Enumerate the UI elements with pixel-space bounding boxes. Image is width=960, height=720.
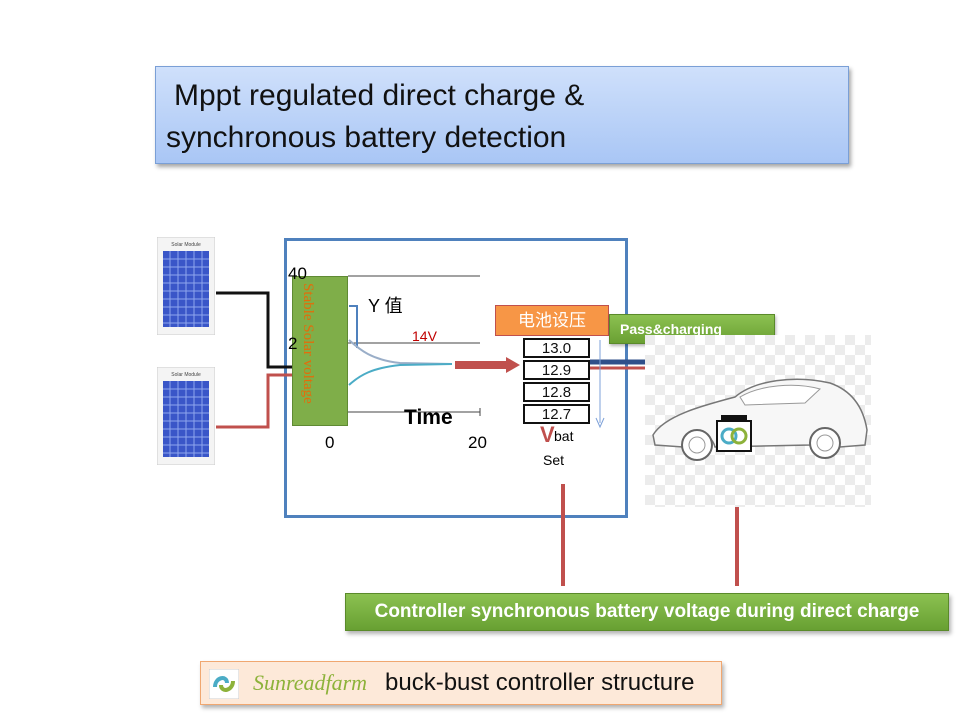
vbat-sub: bat — [554, 428, 574, 444]
brand-footer: Sunreadfarm buck-bust controller structu… — [200, 661, 722, 705]
controller-sync-label: Controller synchronous battery voltage d… — [345, 593, 949, 631]
y-series-line — [349, 305, 358, 348]
x-tick-end: 20 — [468, 433, 487, 452]
brand-description: buck-bust controller structure — [385, 669, 695, 696]
voltage-curve-upper — [348, 339, 453, 365]
voltage-label: 14V — [412, 328, 437, 344]
title-line-2: synchronous battery detection — [166, 121, 567, 154]
y-series-label: Y 值 — [368, 296, 403, 316]
stable-solar-label: Stable Solar voltage — [300, 283, 316, 404]
car-image — [645, 335, 871, 507]
battery-value-2: 12.9 — [523, 360, 590, 380]
title-line-1: Mppt regulated direct charge & — [174, 79, 585, 112]
vbat-v: V — [540, 422, 555, 447]
x-axis-label: Time — [404, 406, 453, 429]
y-tick-mid: 2 — [288, 334, 298, 353]
battery-set-label: 电池设压 — [495, 305, 609, 336]
voltage-curve-lower — [348, 363, 453, 386]
battery-value-4: 12.7 — [523, 404, 590, 424]
battery-value-3: 12.8 — [523, 382, 590, 402]
stable-solar-box: Stable Solar voltage — [292, 276, 348, 426]
solar-module-top-label: Solar Module — [171, 242, 201, 248]
vbat-set: Set — [543, 452, 565, 468]
title-box: Mppt regulated direct charge & synchrono… — [155, 66, 849, 164]
battery-value-1: 13.0 — [523, 338, 590, 358]
brand-name: Sunreadfarm — [253, 670, 368, 695]
solar-module-bottom: Solar Module — [156, 366, 216, 466]
solar-module-bottom-label: Solar Module — [171, 372, 201, 378]
sunreadfarm-logo-icon — [208, 668, 240, 700]
x-tick-start: 0 — [325, 433, 335, 452]
graph-panel — [284, 238, 628, 518]
y-tick-top: 40 — [288, 264, 307, 283]
